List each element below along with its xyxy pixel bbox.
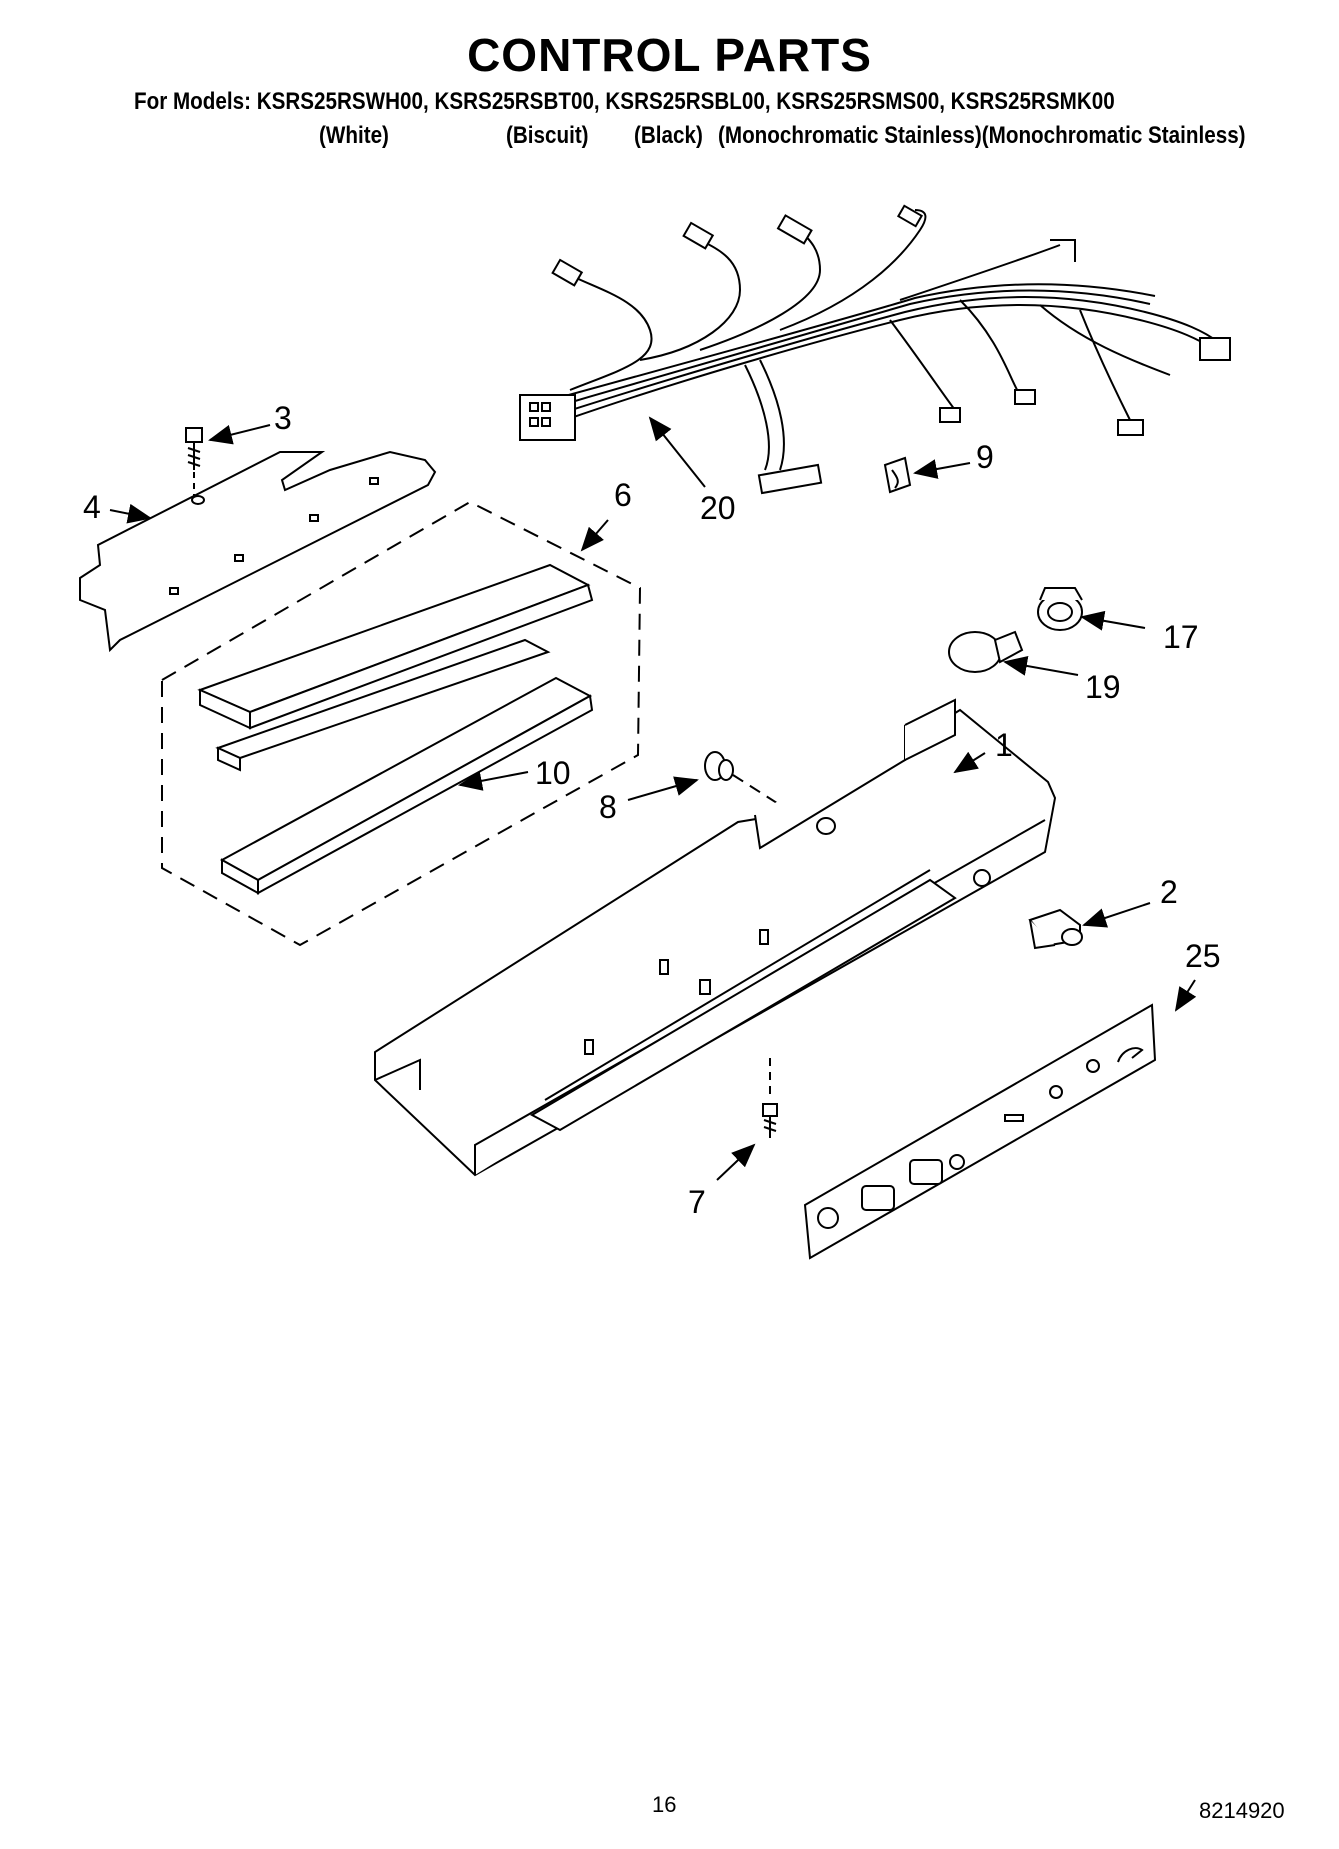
- control-board-lower: [219, 676, 594, 895]
- lamp-socket: [1037, 587, 1083, 631]
- shield-plate: [79, 450, 437, 653]
- callout-2: 2: [1160, 874, 1178, 910]
- callout-20: 20: [700, 490, 736, 526]
- screw-bottom: [762, 1058, 778, 1138]
- color-biscuit: (Biscuit): [506, 122, 589, 149]
- control-board-assembly-outline: [161, 500, 642, 947]
- callout-10: 10: [535, 755, 571, 791]
- models-line: For Models: KSRS25RSWH00, KSRS25RSBT00, …: [134, 88, 1115, 115]
- leader-lines: [109, 416, 1197, 1181]
- page-title: CONTROL PARTS: [467, 29, 872, 81]
- document-number: 8214920: [1199, 1798, 1285, 1823]
- callout-3: 3: [274, 400, 292, 436]
- callout-19: 19: [1085, 669, 1121, 705]
- callout-9: 9: [976, 439, 994, 475]
- screw-top: [185, 427, 205, 505]
- color-stainless: (Monochromatic Stainless)(Monochromatic …: [718, 122, 1246, 149]
- control-overlay-panel: [803, 1003, 1157, 1260]
- wire-harness: [519, 204, 1231, 495]
- callout-17: 17: [1163, 619, 1199, 655]
- wire-clip: [883, 456, 912, 494]
- control-board-upper: [197, 563, 594, 772]
- callout-1: 1: [995, 727, 1013, 763]
- light-bulb: [948, 630, 1024, 673]
- callout-7: 7: [688, 1184, 706, 1220]
- callout-4: 4: [83, 489, 101, 525]
- color-black: (Black): [634, 122, 703, 149]
- light-switch: [1028, 908, 1083, 950]
- callout-8: 8: [599, 789, 617, 825]
- callout-25: 25: [1185, 938, 1221, 974]
- color-white: (White): [319, 122, 389, 149]
- page-number: 16: [652, 1792, 677, 1817]
- control-housing: [374, 698, 1057, 1177]
- callout-6: 6: [614, 477, 632, 513]
